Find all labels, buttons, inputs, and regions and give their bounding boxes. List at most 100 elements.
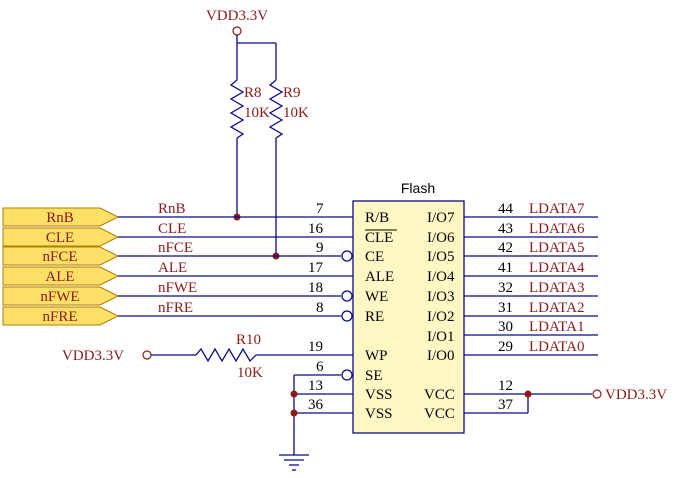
pin-number: 18 [308,280,323,296]
net-label: LDATA5 [529,240,584,256]
pin-name: WP [365,348,388,364]
wire-label: CLE [158,221,186,237]
junction-dot [290,390,298,398]
pin-number: 9 [316,240,324,256]
right-pin-names: I/O7 I/O6 I/O5 I/O4 I/O3 I/O2 I/O1 I/O0 … [424,210,455,422]
pin-number: 42 [498,240,513,256]
pin-number: 19 [308,339,323,355]
port-flags: RnB CLE nFCE ALE nFWE nFRE [2,207,120,326]
port-flag-ale[interactable] [2,266,120,286]
pin-name: VSS [365,406,393,422]
wp-supply-label: VDD3.3V [62,348,124,364]
resistor-r8-value: 10K [244,105,270,121]
chip-body [352,200,465,434]
port-flag-label: nFCE [42,249,77,265]
pin-name: I/O2 [427,309,455,325]
resistor-r9-value: 10K [283,105,309,121]
wp-supply-terminal [142,350,152,360]
wp-supply: VDD3.3V R10 10K [62,332,353,381]
resistor-r10-ref: R10 [236,332,261,348]
pin-bubble-re [341,310,353,322]
port-flag-nfce[interactable] [2,246,120,266]
junction-dot [524,390,532,398]
pin-name: VCC [424,387,455,403]
pin-name: I/O6 [427,230,455,246]
pin-number: 7 [316,201,324,217]
resistor-r9-zigzag [268,79,284,139]
net-label: LDATA3 [529,280,584,296]
pin-name: R/B [365,210,389,226]
pin-bubble-ce [341,250,353,262]
pin-name: I/O1 [427,329,455,345]
net-labels: LDATA7 LDATA6 LDATA5 LDATA4 LDATA3 LDATA… [529,201,585,355]
pin-number: 32 [498,280,513,296]
wire-label: nFWE [158,280,197,296]
signal-wires [118,216,353,317]
pin-number: 31 [498,300,513,316]
resistor-r10-zigzag [195,347,257,363]
port-flag-nfre[interactable] [2,306,120,326]
pin-name: VCC [424,406,455,422]
flash-chip: Flash [352,180,465,434]
pin-number: 17 [308,260,324,276]
pin-name: I/O0 [427,348,455,364]
net-label: LDATA1 [529,319,584,335]
net-label: LDATA2 [529,300,584,316]
pin-number: 37 [498,397,514,413]
pin-bubble-se [341,369,353,381]
ground-symbol [279,454,309,471]
inversion-bubbles [341,250,353,381]
pin-number: 30 [498,319,513,335]
net-label: LDATA0 [529,339,584,355]
pin-number: 16 [308,221,324,237]
port-flag-label: ALE [45,269,74,285]
data-wires [464,216,598,356]
vcc-supply-terminal [592,389,602,399]
resistor-r8: R8 10K [229,43,270,217]
resistor-r9-ref: R9 [283,85,301,101]
pin-name: RE [365,309,384,325]
pin-name: I/O3 [427,289,455,305]
pin-number: 29 [498,339,513,355]
net-label: LDATA6 [529,221,585,237]
pin-name: SE [365,368,383,384]
top-supply-terminal [232,26,242,36]
pin-name: I/O5 [427,249,455,265]
pin-name: I/O4 [427,269,455,285]
right-pin-numbers: 44 43 42 41 32 31 30 29 12 37 [498,201,514,413]
pin-number: 6 [316,359,324,375]
wire-label: nFCE [158,240,193,256]
resistor-r8-zigzag [229,79,245,139]
pin-number: 13 [308,378,323,394]
left-pin-numbers: 7 16 9 17 18 8 19 6 13 36 [308,201,324,413]
net-label: LDATA7 [529,201,585,217]
port-flag-nfwe[interactable] [2,286,120,306]
port-flag-label: nFRE [42,309,77,325]
pin-number: 41 [498,260,513,276]
pin-name: VSS [365,387,393,403]
wire-label: nFRE [158,300,193,316]
pin-name: WE [365,289,388,305]
pin-number: 12 [498,378,513,394]
pin-name: ALE [365,269,394,285]
port-flag-rnb[interactable] [2,207,120,227]
wire-labels: RnB CLE nFCE ALE nFWE nFRE [158,201,197,316]
pin-name: CE [365,249,384,265]
junction-dot [290,409,298,417]
port-flag-label: RnB [46,210,74,226]
pin-number: 36 [308,397,324,413]
pin-bubble-we [341,290,353,302]
pin-name: I/O7 [427,210,455,226]
net-label: LDATA4 [529,260,585,276]
top-supply: VDD3.3V [206,8,276,44]
chip-title: Flash [401,180,435,196]
vcc-supply-label: VDD3.3V [605,387,667,403]
wire-label: ALE [158,260,187,276]
resistor-r10-value: 10K [237,365,263,381]
port-flag-label: nFWE [40,289,79,305]
left-pin-names: R/B CLE CE ALE WE RE WP SE VSS VSS [365,210,394,422]
port-flag-cle[interactable] [2,227,120,247]
resistor-r9: R9 10K [268,43,309,256]
